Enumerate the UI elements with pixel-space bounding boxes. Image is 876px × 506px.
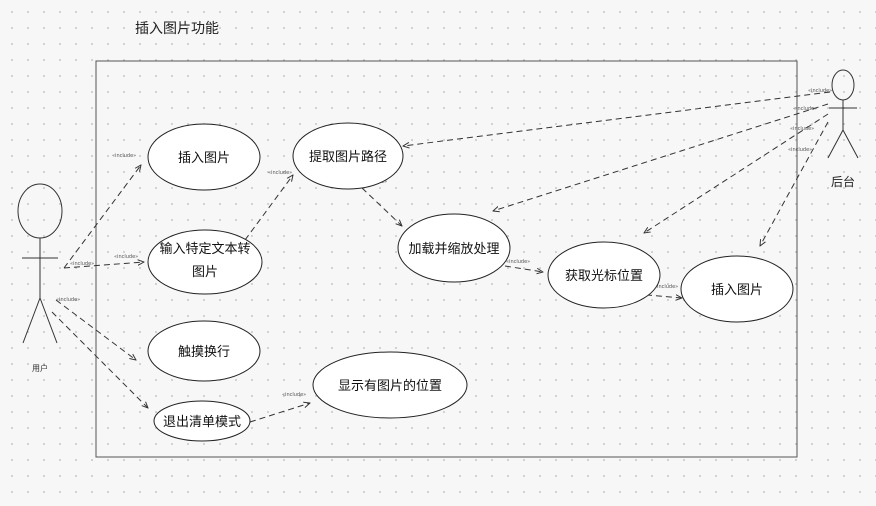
use-case-ellipse[interactable] (547, 241, 661, 309)
use-case-label: 加载并缩放处理 (408, 241, 499, 257)
include-label: «include» (114, 254, 138, 260)
backend-actor-right-leg (842, 129, 859, 159)
include-edge-user-input-text (63, 262, 144, 269)
user-actor-head (17, 183, 63, 239)
use-case-exit-list[interactable]: 退出清单模式 (153, 400, 251, 442)
use-case-ellipse[interactable] (397, 213, 511, 283)
backend-actor-left-leg (827, 129, 844, 159)
use-case-label: 退出清单模式 (163, 415, 241, 430)
include-label: «include» (56, 297, 80, 303)
include-edge-exit-list-show-positions (249, 403, 310, 423)
include-edge-backend-get-cursor (644, 113, 829, 233)
use-case-label-line1: 输入特定文本转 (159, 241, 250, 257)
use-case-label: 插入图片 (178, 151, 230, 166)
use-case-label-line2: 图片 (192, 265, 218, 280)
use-case-label: 显示有图片的位置 (338, 378, 442, 394)
use-case-ellipse[interactable] (147, 123, 261, 191)
include-edge-get-cursor-insert-image (635, 293, 682, 298)
backend-actor-label: 后台 (831, 174, 855, 189)
include-edge-user-exit-list (51, 311, 148, 408)
include-edge-backend-insert-image (760, 121, 829, 246)
user-actor-left-leg (22, 297, 41, 344)
include-label: «include» (654, 284, 678, 290)
use-case-label: 触摸换行 (178, 345, 230, 360)
include-label: «include» (70, 261, 94, 267)
include-edge-user-insert-image (63, 165, 141, 269)
system-boundary (95, 60, 798, 458)
include-label: «include» (112, 153, 136, 159)
include-edge-input-text-extract-path (244, 175, 293, 241)
use-case-get-cursor[interactable]: 获取光标位置 (547, 241, 661, 309)
include-edge-user-touch-wrap (55, 299, 136, 360)
include-label: «include» (790, 126, 814, 132)
use-case-ellipse[interactable] (153, 400, 251, 442)
use-case-label: 获取光标位置 (565, 269, 643, 284)
use-case-insert-image[interactable]: 插入图片 (147, 123, 261, 191)
user-actor-label: 用户 (32, 363, 48, 373)
use-case-insert-image-2[interactable]: 插入图片 (680, 255, 794, 323)
user-actor (17, 183, 63, 344)
backend-actor-head (831, 69, 855, 101)
user-actor-right-leg (39, 297, 58, 344)
use-case-ellipse[interactable] (312, 351, 468, 419)
diagram-title: 插入图片功能 (135, 21, 219, 37)
include-label: «include» (282, 392, 306, 398)
use-case-input-text[interactable]: 输入特定文本转 图片 (147, 229, 263, 295)
include-connectors (51, 91, 831, 423)
use-case-ellipse[interactable] (147, 229, 263, 295)
include-edge-extract-path-load-scale (361, 187, 402, 226)
backend-actor (827, 69, 859, 159)
include-label: «include» (793, 106, 817, 112)
include-label: «include» (788, 147, 812, 153)
use-case-ellipse[interactable] (680, 255, 794, 323)
use-case-load-scale[interactable]: 加载并缩放处理 (397, 213, 511, 283)
use-case-show-positions[interactable]: 显示有图片的位置 (312, 351, 468, 419)
include-label: «include» (506, 259, 530, 265)
include-label: «include» (268, 170, 292, 176)
use-case-label: 提取图片路径 (309, 149, 387, 165)
use-case-touch-wrap[interactable]: 触摸换行 (147, 320, 261, 382)
use-case-label: 插入图片 (711, 283, 763, 298)
include-edge-backend-load-scale (493, 103, 829, 211)
use-case-extract-path[interactable]: 提取图片路径 (292, 122, 404, 190)
include-label: «include» (808, 88, 832, 94)
use-case-ellipse[interactable] (147, 320, 261, 382)
use-case-ellipse[interactable] (292, 122, 404, 190)
include-edge-backend-extract-path (403, 91, 831, 146)
include-edge-load-scale-get-cursor (504, 265, 543, 272)
